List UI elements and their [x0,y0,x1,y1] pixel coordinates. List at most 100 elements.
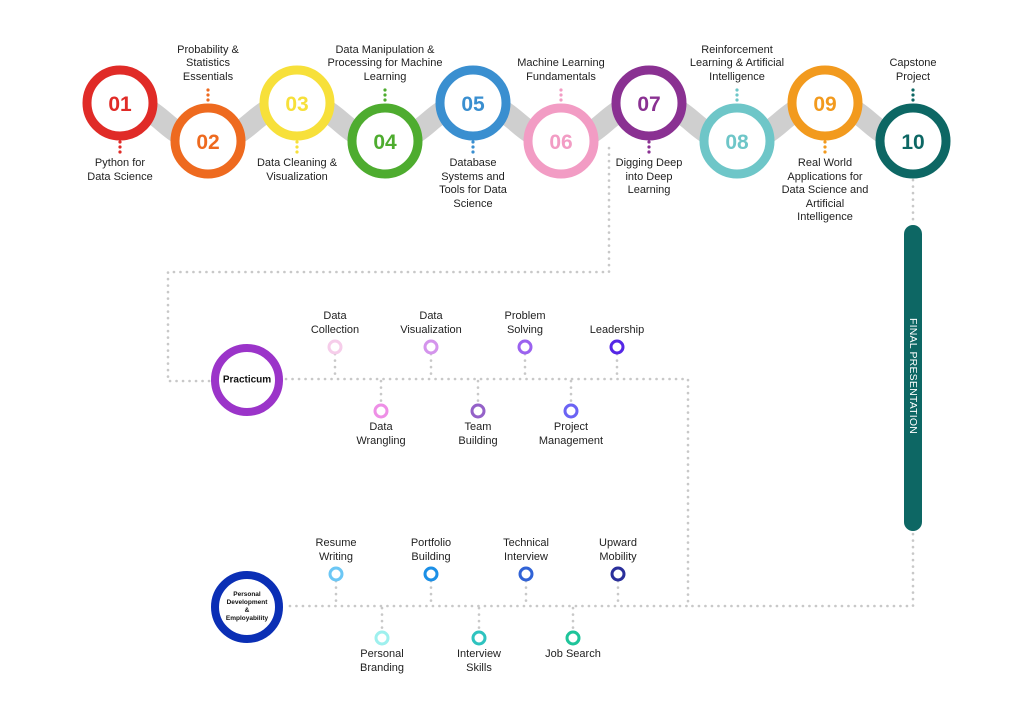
skill-node[interactable] [423,339,439,355]
module-label-04: Data Manipulation & Processing for Machi… [327,43,443,83]
skill-label: Interview Skills [456,648,502,674]
module-tick-dot [559,93,563,97]
module-label-02: Probability & Statistics Essentials [177,43,239,83]
skill-node[interactable] [374,630,390,646]
module-07[interactable]: 07 [611,65,687,154]
module-05[interactable]: 05 [435,65,511,154]
module-number: 09 [813,93,836,116]
skill-ring [471,630,487,646]
skill-ring [610,566,626,582]
module-tick-dot [471,140,475,144]
connector-07-to-practicum [166,146,611,383]
skill-ring [563,403,579,419]
skill-label: Leadership [589,323,645,336]
module-tick-dot [559,98,563,102]
personal-development-hub-label: Personal Development & Employability [225,591,269,622]
final-presentation-label: FINAL PRESENTATION [907,317,919,435]
skill-label: Resume Writing [315,537,357,563]
module-tick-dot [295,150,299,154]
connector-final-to-personal [686,532,915,608]
dotted-connectors [166,146,915,633]
module-label-10: Capstone Project [889,57,937,83]
track-ribbon [119,91,914,153]
skill-node[interactable] [517,339,533,355]
skill-ring [517,339,533,355]
skill-node[interactable] [328,566,344,582]
track-hubs [211,344,283,643]
module-04[interactable]: 04 [347,88,423,179]
skill-ring [327,339,343,355]
module-tick-dot [471,150,475,154]
module-tick-dot [823,145,827,149]
module-06[interactable]: 06 [523,88,599,179]
module-number: 10 [901,131,924,154]
skill-label: Job Search [545,648,601,660]
module-label-09: Real World Applications for Data Science… [781,157,869,223]
module-number: 01 [108,93,132,116]
module-ring [259,65,335,141]
skill-ring [373,403,389,419]
skill-node[interactable] [470,403,486,419]
skill-node[interactable] [563,403,579,419]
practicum-hub-label: Practicum [222,374,272,386]
module-tick-dot [118,150,122,154]
skill-label: Data Wrangling [356,421,406,447]
skill-label: Team Building [458,421,498,447]
module-10[interactable]: 10 [875,88,951,179]
skill-node[interactable] [327,339,343,355]
module-ring [875,103,951,179]
module-tick-dot [911,98,915,102]
skill-node[interactable] [471,630,487,646]
module-09[interactable]: 09 [787,65,863,154]
connector-practicum-to-personal [284,377,690,608]
module-tick-dot [295,140,299,144]
module-label-01: Python for Data Science [87,157,153,183]
module-08[interactable]: 08 [699,88,775,179]
skill-node[interactable] [609,339,625,355]
module-tick-dot [647,140,651,144]
skill-node[interactable] [610,566,626,582]
skill-node[interactable] [518,566,534,582]
module-label-06: Machine Learning Fundamentals [517,57,605,83]
skill-label: Problem Solving [504,310,546,336]
module-03[interactable]: 03 [259,65,335,154]
module-tick-dot [383,93,387,97]
skill-label: Project Management [538,421,604,447]
module-ring [435,65,511,141]
module-number: 05 [461,93,485,116]
module-number: 03 [285,93,308,116]
module-ring [787,65,863,141]
module-label-08: Reinforcement Learning & Artificial Inte… [689,43,785,83]
module-ring [82,65,158,141]
module-number: 02 [196,131,219,154]
final-presentation-pill[interactable] [904,225,922,531]
module-tick-dot [295,145,299,149]
skill-node[interactable] [373,403,389,419]
skill-nodes [327,339,626,646]
module-tick-dot [735,93,739,97]
module-tick-dot [735,98,739,102]
skill-label: Data Collection [310,310,360,336]
module-tick-dot [471,145,475,149]
personal-development-hub[interactable] [211,571,283,643]
skill-ring [374,630,390,646]
module-01[interactable]: 01 [82,65,158,154]
module-ring [699,103,775,179]
module-ring [611,65,687,141]
skill-ring [423,339,439,355]
practicum-hub[interactable] [211,344,283,416]
module-ring [170,103,246,179]
module-tick-dot [647,150,651,154]
module-02[interactable]: 02 [170,88,246,179]
module-tick-dot [559,88,563,92]
skill-ring [328,566,344,582]
module-ring [347,103,423,179]
final-presentation-bar [904,225,922,531]
skill-node[interactable] [565,630,581,646]
skill-ring [423,566,439,582]
skill-node[interactable] [423,566,439,582]
skill-label: Upward Mobility [599,537,637,563]
module-number: 07 [637,93,660,116]
module-tick-dot [206,88,210,92]
